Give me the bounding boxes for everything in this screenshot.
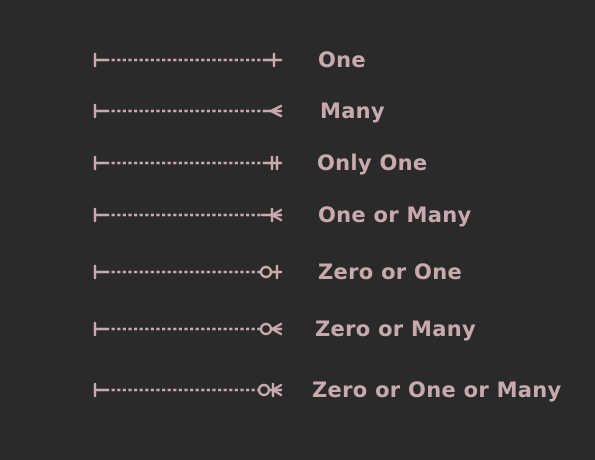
- one-end-icon: [93, 52, 283, 68]
- legend-row-one: One: [0, 40, 595, 80]
- legend-label-one: One: [318, 48, 366, 72]
- legend-label-zero-or-many: Zero or Many: [315, 317, 476, 341]
- zero-or-one-end-icon: [93, 264, 283, 280]
- zero-or-one-or-many-end-icon: [93, 382, 283, 398]
- one-or-many-end-icon: [93, 207, 283, 223]
- legend-row-many: Many: [0, 91, 595, 131]
- legend-label-many: Many: [320, 99, 385, 123]
- legend-label-zero-or-one-or-many: Zero or One or Many: [312, 378, 562, 402]
- many-end-icon: [93, 103, 283, 119]
- only-one-end-icon: [93, 155, 283, 171]
- legend-row-zero-or-one: Zero or One: [0, 252, 595, 292]
- legend-row-zero-or-many: Zero or Many: [0, 309, 595, 349]
- legend-row-one-or-many: One or Many: [0, 195, 595, 235]
- zero-or-many-end-icon: [93, 321, 283, 337]
- legend-row-zero-or-one-or-many: Zero or One or Many: [0, 370, 595, 410]
- legend-label-one-or-many: One or Many: [318, 203, 472, 227]
- legend-label-only-one: Only One: [317, 151, 428, 175]
- legend-row-only-one: Only One: [0, 143, 595, 183]
- legend-label-zero-or-one: Zero or One: [318, 260, 463, 284]
